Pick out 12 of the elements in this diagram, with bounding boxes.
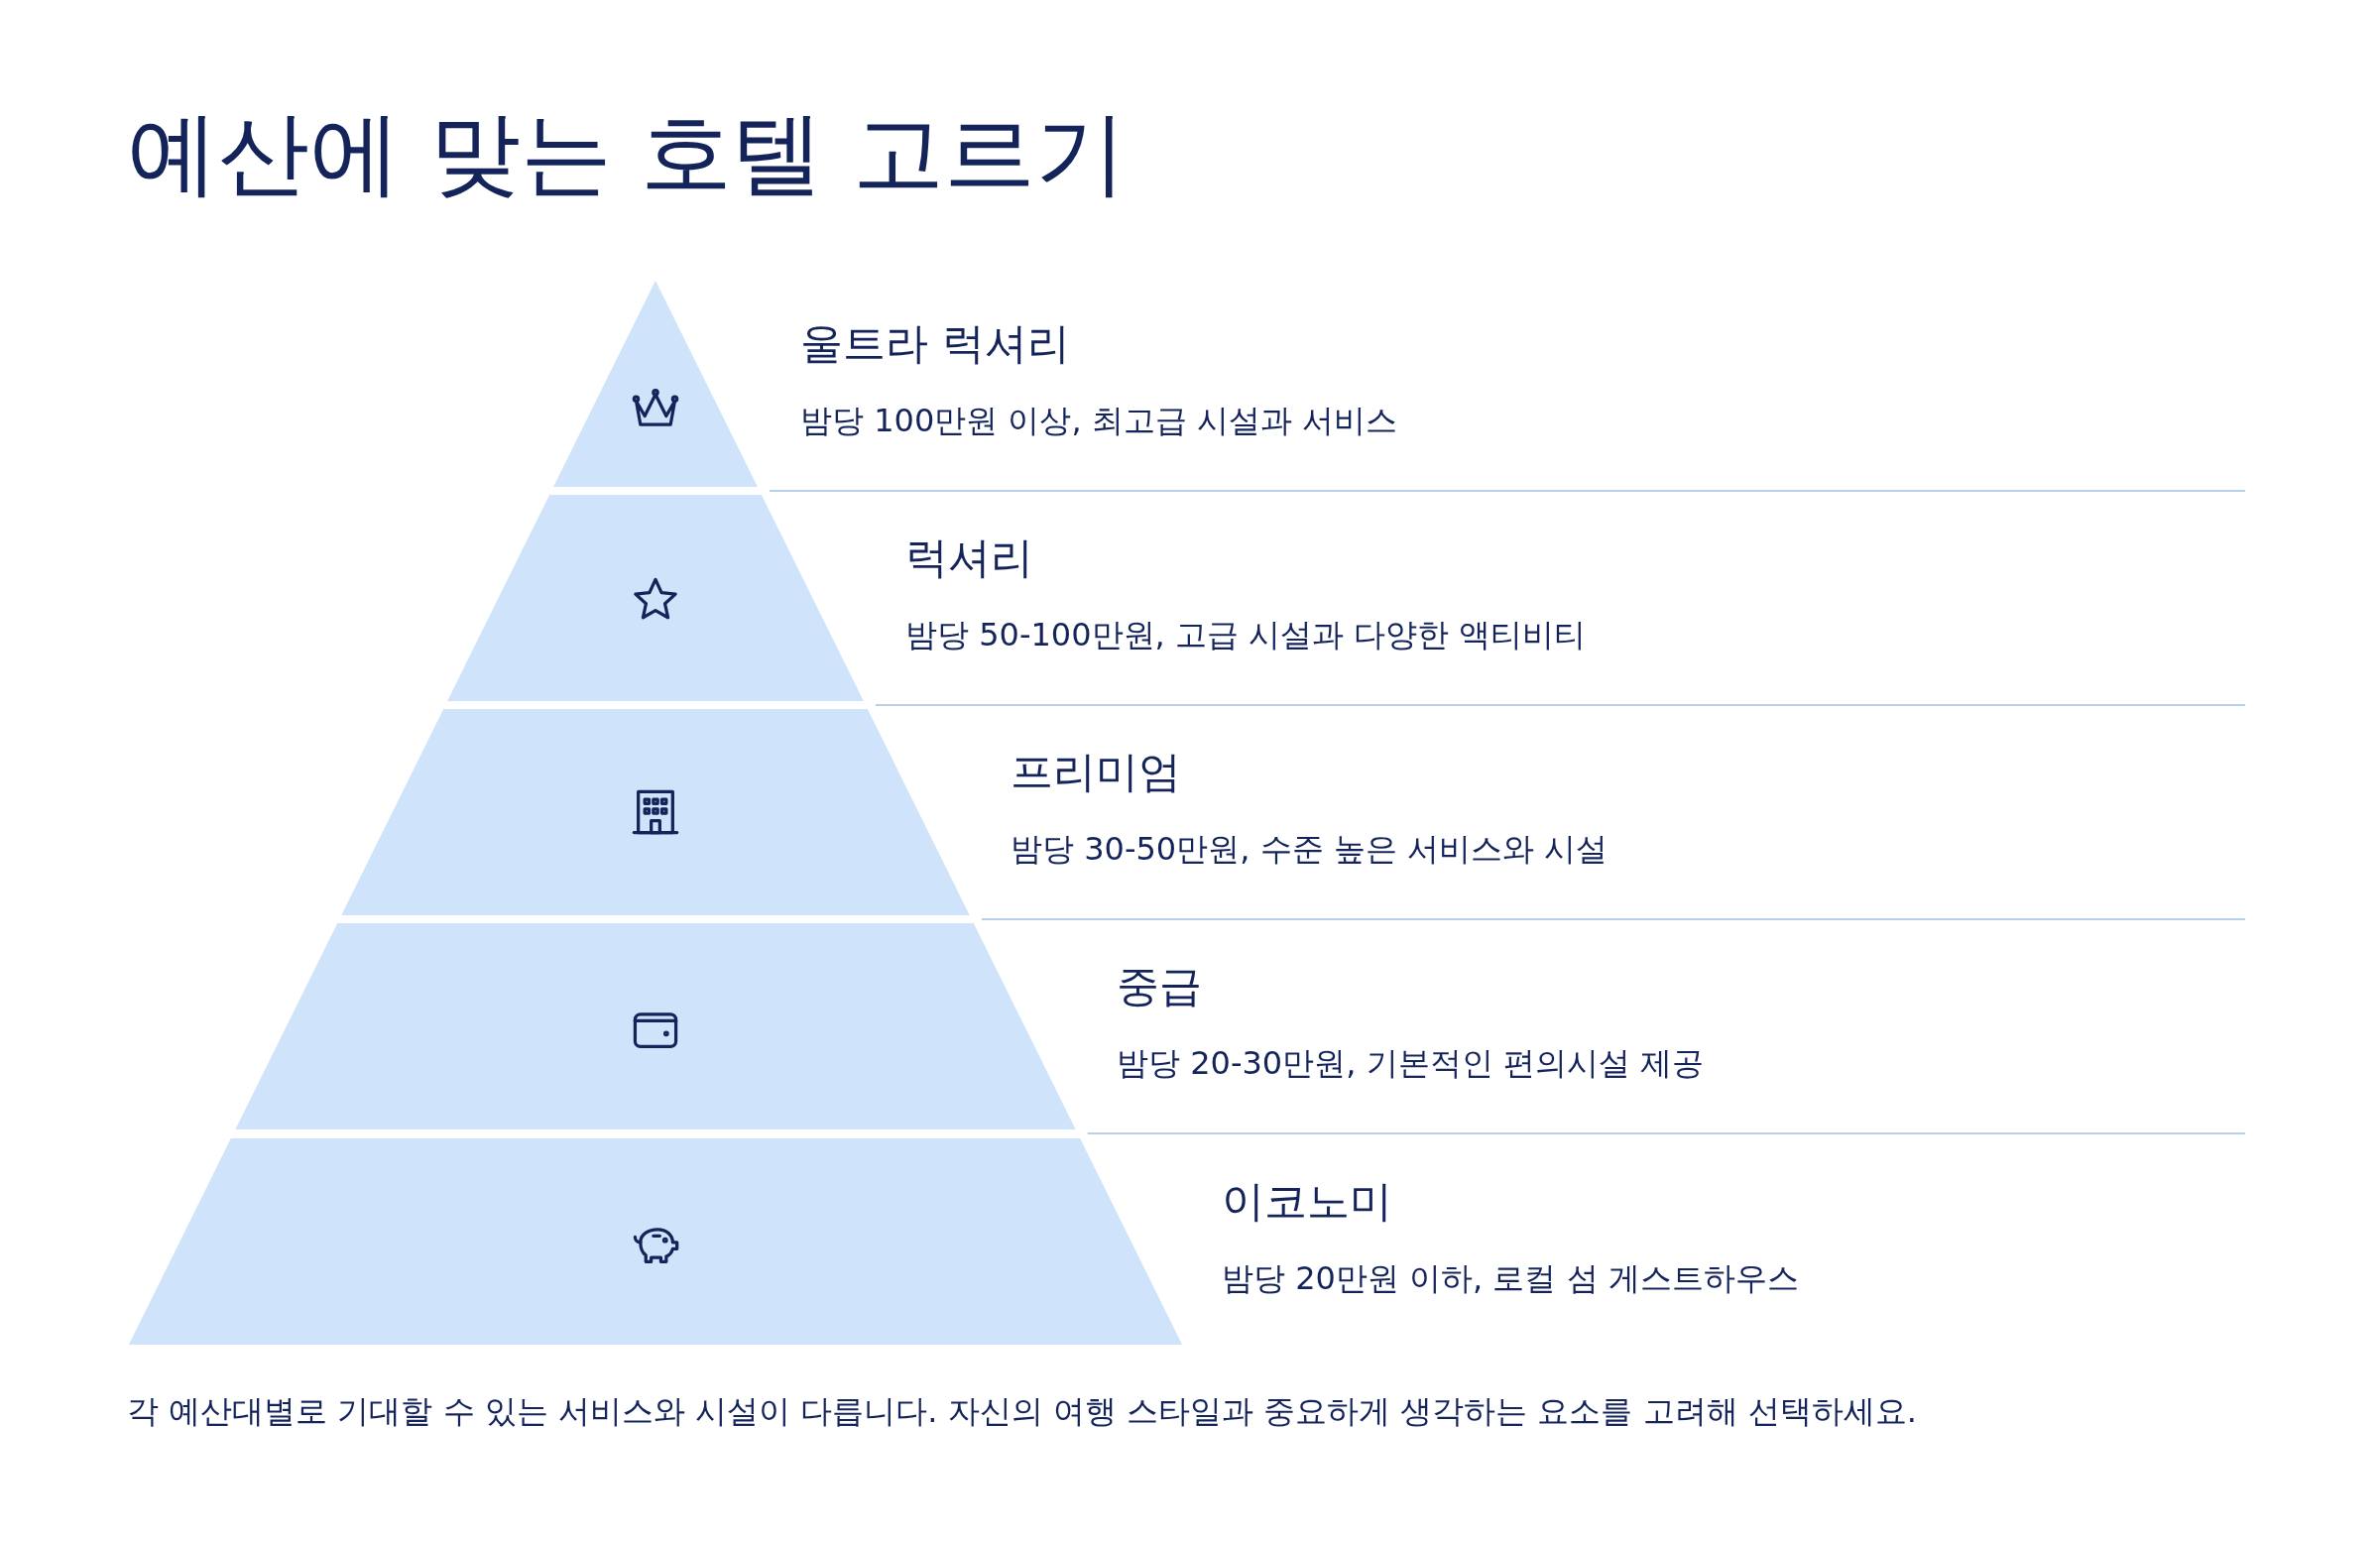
tier-heading: 울트라 럭셔리 xyxy=(800,317,1070,369)
tier-description: 밤당 50-100만원, 고급 시설과 다양한 액티비티 xyxy=(905,615,1587,654)
title: 예산에 맞는 호텔 고르기 xyxy=(127,99,1127,208)
tier-heading: 럭셔리 xyxy=(905,532,1033,583)
footnote: 각 예산대별로 기대할 수 있는 서비스와 시설이 다릅니다. 자신의 여행 스타일과 중요하게 생각하는 요소를 고려해 선택하세요. xyxy=(127,1391,1917,1432)
tier-description: 밤당 20-30만원, 기본적인 편의시설 제공 xyxy=(1117,1043,1704,1083)
tier-heading: 중급 xyxy=(1117,960,1202,1011)
tier-description: 밤당 30-50만원, 수준 높은 서비스와 시설 xyxy=(1011,829,1607,869)
tier-description: 밤당 20만원 이하, 로컬 섬 게스트하우스 xyxy=(1222,1258,1799,1298)
tier-heading: 프리미엄 xyxy=(1011,746,1181,797)
tier-heading: 이코노미 xyxy=(1222,1175,1392,1227)
tier-description: 밤당 100만원 이상, 최고급 시설과 서비스 xyxy=(800,401,1398,440)
